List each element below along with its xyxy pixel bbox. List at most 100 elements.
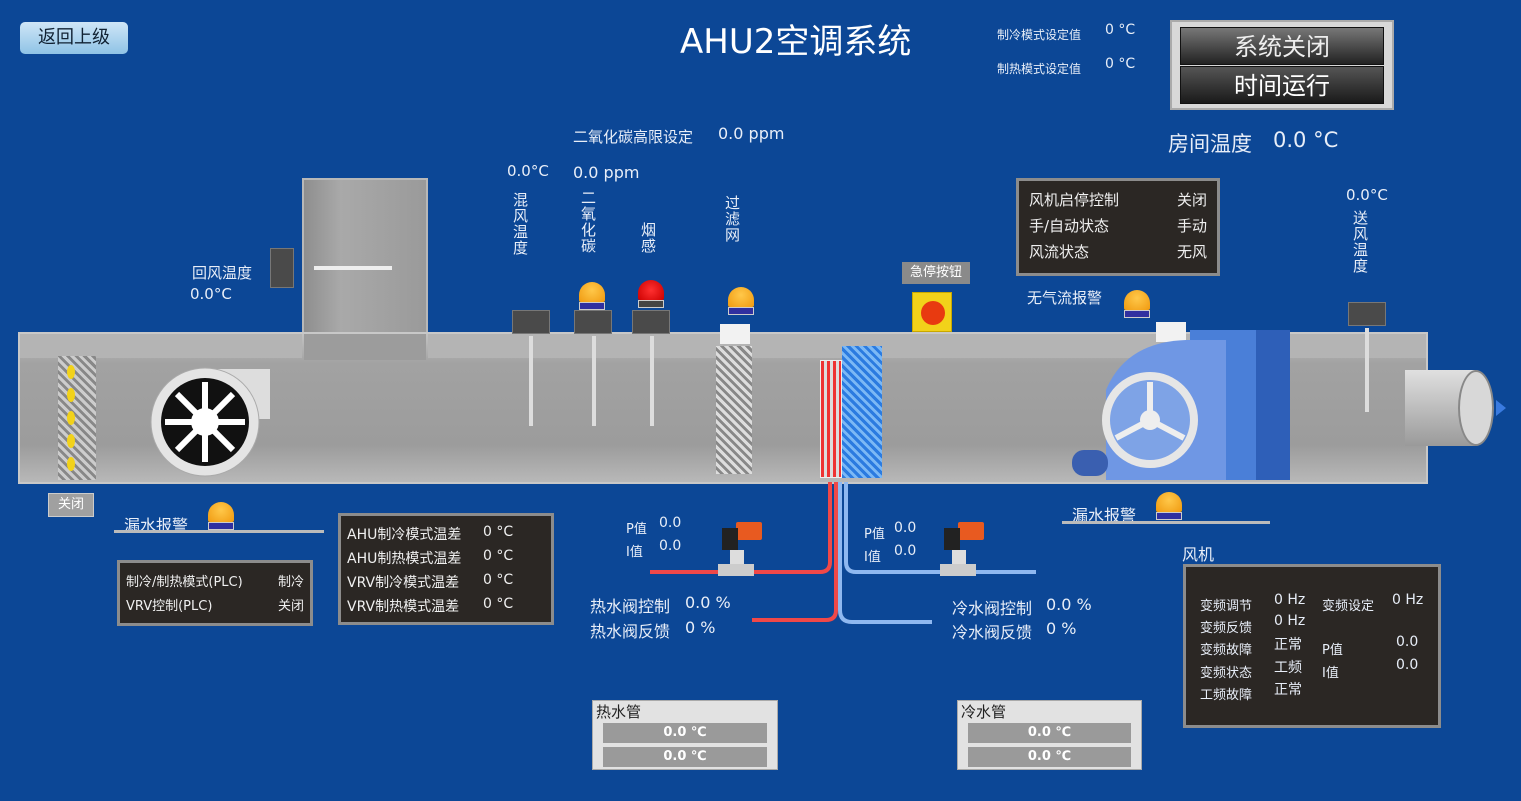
- supply-fan-icon: [1072, 330, 1290, 480]
- supply-temp-label: 送风温度: [1351, 210, 1369, 274]
- hot-valve-fb-label: 热水阀反馈: [590, 622, 671, 641]
- heating-coil-icon: [820, 360, 842, 478]
- mode-label: 制冷/制热模式(PLC): [126, 575, 243, 590]
- power-fault-value: 正常: [1274, 682, 1302, 698]
- cold-valve-ctrl-value[interactable]: 0.0 %: [1046, 595, 1092, 614]
- ahu-cool-diff-label: AHU制冷模式温差: [347, 527, 462, 543]
- hot-pipe-temp-2: 0.0 ℃: [603, 747, 767, 767]
- hot-valve-ctrl-value[interactable]: 0.0 %: [685, 593, 731, 612]
- outlet-arrow-icon: [1496, 400, 1506, 416]
- no-airflow-alarm-label: 无气流报警: [1027, 289, 1103, 307]
- hot-valve-ctrl-label: 热水阀控制: [590, 597, 671, 616]
- hot-pipe-title: 热水管: [596, 703, 642, 721]
- system-off-button[interactable]: 系统关闭: [1180, 27, 1384, 65]
- freq-state-value: 工频: [1274, 660, 1302, 676]
- freq-set-value[interactable]: 0 Hz: [1392, 592, 1424, 608]
- cool-setpoint-value[interactable]: 0 °C: [1105, 22, 1136, 38]
- hot-i-value[interactable]: 0.0: [659, 538, 682, 554]
- mix-temp-label: 混风温度: [511, 192, 529, 256]
- cold-pipe-temp-2: 0.0 ℃: [968, 747, 1131, 767]
- co2-alarm-lamp-icon: [579, 282, 607, 312]
- cold-valve-fb-value: 0 %: [1046, 619, 1077, 638]
- cold-p-label: P值: [864, 527, 885, 542]
- freq-state-label: 变频状态: [1200, 666, 1253, 681]
- filter-icon: [716, 346, 752, 474]
- ahu-heat-diff-label: AHU制热模式温差: [347, 551, 462, 567]
- fan-i-value[interactable]: 0.0: [1396, 657, 1419, 673]
- mix-temp-sensor-icon: [512, 310, 550, 334]
- fan-start-stop-value[interactable]: 关闭: [1176, 191, 1207, 209]
- damper-leaves: [64, 360, 78, 476]
- freq-feedback-value: 0 Hz: [1274, 613, 1306, 629]
- filter-alarm-lamp-icon: [728, 287, 756, 317]
- probe: [1365, 328, 1369, 412]
- return-fan-icon: [150, 367, 270, 477]
- cold-water-valve-icon[interactable]: [940, 520, 988, 578]
- fan-start-stop-label: 风机启停控制: [1029, 191, 1120, 209]
- cool-setpoint-label: 制冷模式设定值: [997, 28, 1082, 42]
- hot-p-label: P值: [626, 522, 647, 537]
- hot-valve-fb-value: 0 %: [685, 618, 716, 637]
- smoke-sensor-icon: [632, 310, 670, 334]
- freq-fault-value: 正常: [1274, 637, 1302, 653]
- fan-panel-title: 风机: [1182, 545, 1215, 564]
- airflow-label: 风流状态: [1029, 243, 1090, 261]
- leak-alarm-left-lamp-icon: [208, 502, 236, 532]
- hand-auto-value[interactable]: 手动: [1176, 217, 1207, 235]
- power-fault-label: 工频故障: [1200, 688, 1253, 703]
- return-temp-value: 0.0°C: [190, 285, 232, 303]
- co2-label: 二氧化碳: [579, 190, 597, 254]
- hot-pipe-box: 热水管 0.0 ℃ 0.0 ℃: [592, 700, 778, 770]
- return-temp-sensor-icon: [270, 248, 294, 288]
- cold-i-label: I值: [864, 550, 881, 565]
- co2-limit-value[interactable]: 0.0 ppm: [718, 124, 785, 143]
- freq-set-label: 变频设定: [1322, 599, 1375, 614]
- water-pipes: [650, 482, 1036, 624]
- cold-p-value[interactable]: 0.0: [894, 520, 917, 536]
- vrv-heat-diff-label: VRV制热模式温差: [347, 599, 460, 615]
- probe: [650, 336, 654, 426]
- no-airflow-alarm-lamp-icon: [1124, 290, 1152, 320]
- duct-opening: [304, 334, 426, 360]
- freq-adjust-value[interactable]: 0 Hz: [1274, 592, 1306, 608]
- ahu-heat-diff-value[interactable]: 0 °C: [483, 548, 514, 564]
- airflow-switch-icon: [1156, 322, 1186, 342]
- vrv-control-label: VRV控制(PLC): [126, 599, 213, 614]
- vrv-cool-diff-value[interactable]: 0 °C: [483, 572, 514, 588]
- probe: [592, 336, 596, 426]
- leak-alarm-right-lamp-icon: [1156, 492, 1184, 522]
- probe: [529, 336, 533, 426]
- cooling-coil-icon: [842, 346, 882, 478]
- smoke-label: 烟感: [639, 222, 657, 254]
- outlet-pipe-end: [1458, 370, 1494, 446]
- heat-setpoint-value[interactable]: 0 °C: [1105, 56, 1136, 72]
- fan-p-value[interactable]: 0.0: [1396, 634, 1419, 650]
- vrv-cool-diff-label: VRV制冷模式温差: [347, 575, 460, 591]
- time-run-button[interactable]: 时间运行: [1180, 66, 1384, 104]
- room-temp-value: 0.0 °C: [1273, 128, 1339, 152]
- vrv-heat-diff-value[interactable]: 0 °C: [483, 596, 514, 612]
- divider: [1062, 521, 1270, 524]
- cold-i-value[interactable]: 0.0: [894, 543, 917, 559]
- co2-sensor-icon: [574, 310, 612, 334]
- fan-i-label: I值: [1322, 666, 1339, 681]
- estop-button[interactable]: [912, 292, 952, 332]
- hot-pipe-temp-1: 0.0 ℃: [603, 723, 767, 743]
- freq-fault-label: 变频故障: [1200, 643, 1253, 658]
- filter-pressure-switch-icon: [720, 324, 750, 344]
- cold-pipe-temp-1: 0.0 ℃: [968, 723, 1131, 743]
- system-control-box: 系统关闭 时间运行: [1170, 20, 1394, 110]
- vrv-control-value: 关闭: [277, 599, 304, 614]
- ahu-cool-diff-value[interactable]: 0 °C: [483, 524, 514, 540]
- damper-state: 关闭: [48, 493, 94, 517]
- back-button[interactable]: 返回上级: [20, 22, 128, 54]
- freq-feedback-label: 变频反馈: [1200, 621, 1253, 636]
- cold-pipe-box: 冷水管 0.0 ℃ 0.0 ℃: [957, 700, 1142, 770]
- freq-adjust-label: 变频调节: [1200, 599, 1253, 614]
- fan-status-panel: 风机启停控制关闭 手/自动状态手动 风流状态无风: [1016, 178, 1220, 276]
- co2-limit-label: 二氧化碳高限设定: [573, 128, 694, 146]
- supply-temp-value: 0.0°C: [1346, 186, 1388, 204]
- smoke-alarm-lamp-icon: [638, 280, 666, 310]
- hot-water-valve-icon[interactable]: [718, 520, 766, 578]
- hot-p-value[interactable]: 0.0: [659, 515, 682, 531]
